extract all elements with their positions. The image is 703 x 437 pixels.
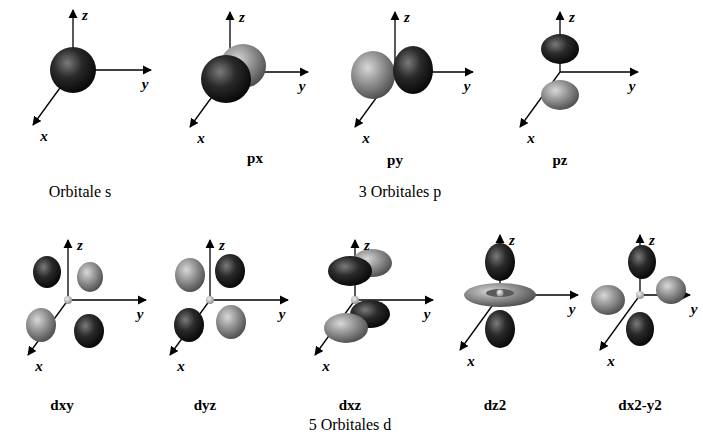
lobe — [485, 310, 515, 348]
axis-label: x — [467, 354, 475, 369]
lobe — [485, 243, 515, 281]
y-axis — [210, 299, 288, 300]
s-sphere — [50, 47, 96, 93]
lobe — [324, 313, 368, 343]
axis-label: x — [322, 359, 330, 374]
orbital-lobes — [26, 34, 686, 348]
orbital-name: dxy — [50, 398, 73, 413]
axis-label: z — [364, 238, 370, 253]
axis-label: y — [691, 302, 698, 317]
lobe — [541, 80, 579, 110]
z-axis — [67, 240, 68, 300]
axis-label: x — [362, 131, 370, 146]
orbital-name: dx2-y2 — [618, 398, 661, 413]
axis-label: x — [35, 359, 43, 374]
axis-label: z — [509, 233, 515, 248]
nucleus — [497, 290, 504, 297]
axis-label: z — [219, 238, 225, 253]
lobe — [591, 285, 625, 315]
z-axis — [209, 240, 210, 300]
axis-label: z — [569, 10, 575, 25]
nucleus — [351, 296, 359, 304]
lobe — [74, 314, 104, 348]
lobe — [216, 305, 246, 339]
axis-label: y — [142, 77, 149, 92]
axis-label: x — [197, 131, 205, 146]
axis-label: y — [629, 79, 636, 94]
torus-hole — [486, 289, 514, 297]
lobe — [175, 258, 205, 292]
axis-label: y — [464, 79, 471, 94]
axis-label: y — [424, 307, 431, 322]
axis-label: y — [279, 307, 286, 322]
y-axis — [68, 299, 146, 300]
orbital-name: dz2 — [484, 398, 507, 413]
axis-label: z — [77, 238, 83, 253]
axis-label: z — [649, 233, 655, 248]
lobe — [628, 245, 656, 279]
y-axis — [560, 71, 638, 72]
axis-label: z — [404, 10, 410, 25]
nucleus — [636, 291, 644, 299]
axis-label: x — [527, 131, 535, 146]
orbital-name: pz — [553, 153, 568, 168]
lobe — [541, 34, 579, 64]
axis-label: x — [40, 129, 48, 144]
group-caption: 3 Orbitales p — [359, 184, 442, 200]
lobe — [201, 55, 251, 103]
axis-label: y — [569, 302, 576, 317]
lobe — [174, 308, 204, 342]
axis-label: x — [177, 359, 185, 374]
group-caption: Orbitale s — [49, 184, 112, 200]
lobe — [215, 254, 245, 288]
nucleus — [64, 296, 72, 304]
axis-label: z — [82, 8, 88, 23]
lobe — [656, 276, 686, 304]
axis-label: x — [607, 354, 615, 369]
torus — [464, 283, 536, 307]
axis-label: z — [239, 10, 245, 25]
orbital-name: px — [247, 151, 263, 166]
nucleus — [206, 296, 214, 304]
lobe — [26, 308, 56, 342]
lobe — [626, 312, 654, 346]
axes — [28, 10, 690, 355]
group-caption: 5 Orbitales d — [309, 417, 392, 433]
orbital-name: dyz — [194, 398, 217, 413]
orbital-name: dxz — [339, 398, 362, 413]
lobe — [328, 256, 372, 286]
orbital-name: py — [387, 153, 403, 168]
lobe — [33, 256, 61, 288]
axis-label: y — [137, 307, 144, 322]
lobe — [77, 262, 103, 292]
axis-label: y — [299, 79, 306, 94]
lobe — [351, 51, 395, 99]
x-axis — [170, 300, 210, 355]
lobe — [393, 46, 433, 94]
